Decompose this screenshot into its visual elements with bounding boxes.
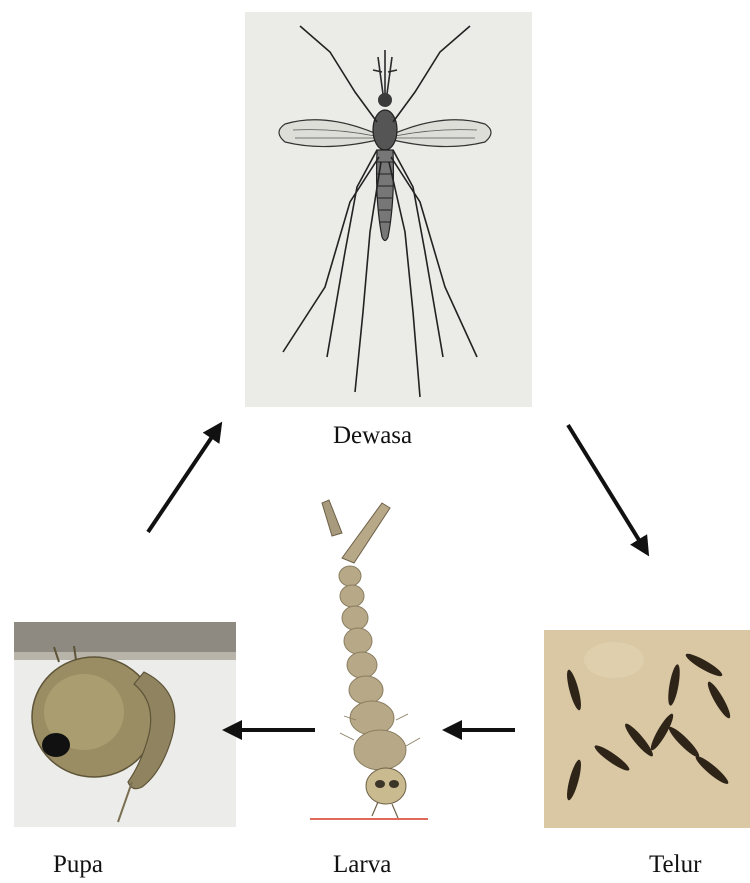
arrow-pupa-to-adult-icon (0, 0, 750, 883)
mosquito-life-cycle-diagram: Dewasa (0, 0, 750, 883)
